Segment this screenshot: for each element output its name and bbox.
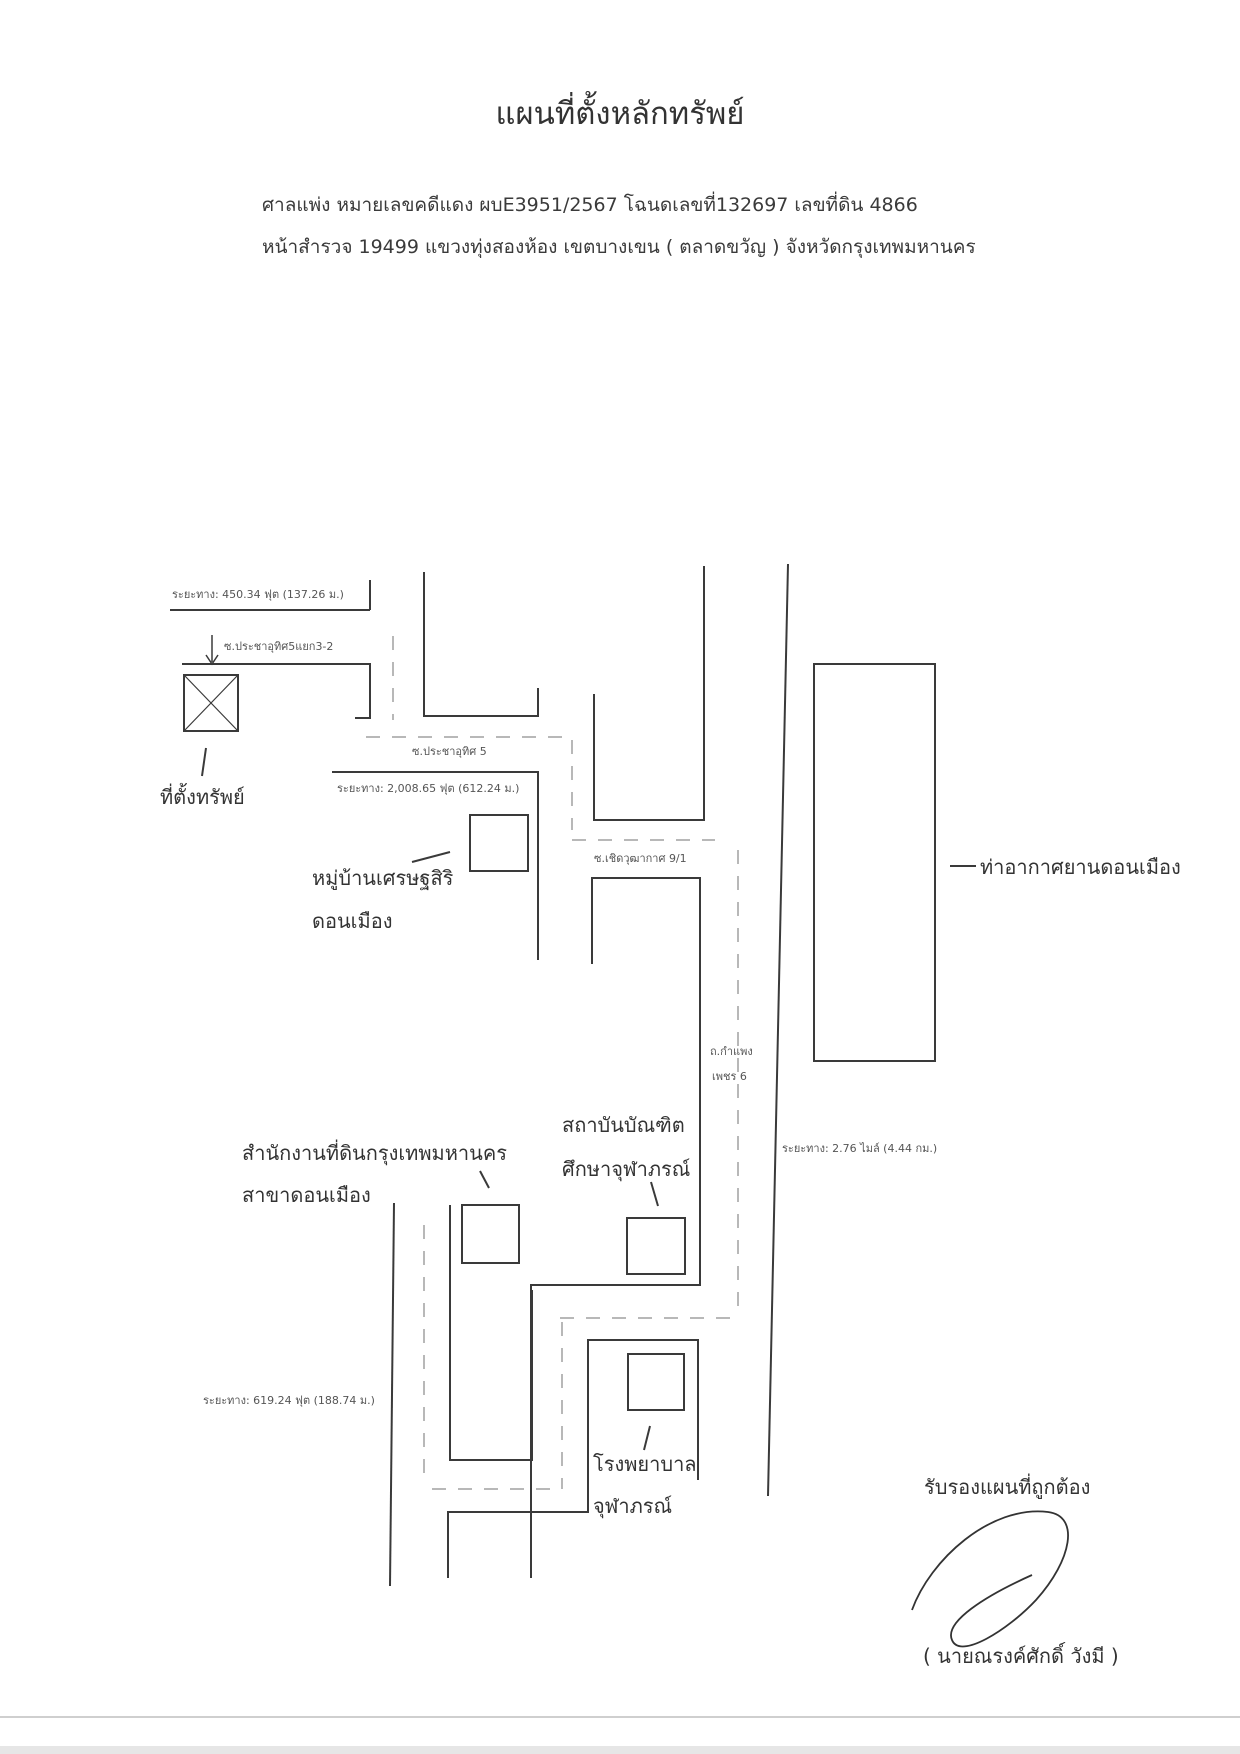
road-label-soi-choetwuthakat: ซ.เชิดวุฒากาศ 9/1 <box>594 852 687 865</box>
airport-label: ท่าอากาศยานดอนเมือง <box>980 855 1181 879</box>
arrow-down-icon <box>205 635 219 666</box>
village-pointer <box>411 851 451 863</box>
village-label-line-1: หมู่บ้านเศรษฐสิริ <box>312 866 454 891</box>
hospital-label-line-2: จุฬาภรณ์ <box>593 1494 672 1519</box>
property-label: ที่ตั้งทรัพย์ <box>160 783 245 809</box>
distance-label-right: ระยะทาง: 2.76 ไมล์ (4.44 กม.) <box>782 1142 937 1155</box>
road-label-soi-prachauthit-5: ซ.ประชาอุทิศ 5 <box>412 745 487 758</box>
case-info-line-2: หน้าสำรวจ 19499 แขวงทุ่งสองห้อง เขตบางเข… <box>262 236 976 258</box>
distance-label-middle: ระยะทาง: 2,008.65 ฟุต (612.24 ม.) <box>337 782 519 795</box>
land-office-label-line-1: สำนักงานที่ดินกรุงเทพมหานคร <box>242 1139 507 1166</box>
hospital-building <box>627 1353 685 1411</box>
signer-name: ( นายณรงค์ศักดิ์ วังมี ) <box>923 1641 1119 1668</box>
village-building <box>469 814 529 872</box>
property-marker <box>183 674 239 732</box>
village-label-line-2: ดอนเมือง <box>312 909 392 933</box>
land-office-pointer <box>479 1170 490 1189</box>
distance-bracket-top-left <box>170 580 371 611</box>
hospital-pointer <box>643 1425 651 1451</box>
land-office-building <box>461 1204 520 1264</box>
road-label-kamphaeng-phet-1: ถ.กำแพง <box>710 1045 753 1058</box>
institute-building <box>626 1217 686 1275</box>
footer-rule <box>0 1716 1240 1718</box>
institute-pointer <box>650 1181 659 1207</box>
road-lower-block <box>449 1205 533 1461</box>
footer-band <box>0 1746 1240 1754</box>
property-pointer <box>201 747 207 777</box>
hospital-label-line-1: โรงพยาบาล <box>593 1452 697 1476</box>
institute-label-line-1: สถาบันบัณฑิต <box>562 1113 685 1137</box>
institute-label-line-2: ศึกษาจุฬาภรณ์ <box>562 1157 690 1182</box>
case-info-line-1: ศาลแพ่ง หมายเลขคดีแดง ผบE3951/2567 โฉนดเ… <box>262 194 918 216</box>
airport-building <box>813 663 936 1062</box>
distance-bracket-middle <box>332 771 539 960</box>
signature <box>911 1510 1069 1648</box>
road-block-upper-right <box>593 566 705 821</box>
road-label-soi-prachauthit-5-yaek: ซ.ประชาอุทิศ5แยก3-2 <box>224 640 333 653</box>
road-label-kamphaeng-phet-2: เพชร 6 <box>712 1070 747 1083</box>
road-hospital-block <box>447 1339 699 1578</box>
land-office-label-line-2: สาขาดอนเมือง <box>242 1183 371 1207</box>
road-upper-left <box>182 663 371 719</box>
road-highway <box>767 563 789 1497</box>
page-title: แผนที่ตั้งหลักทรัพย์ <box>495 96 745 132</box>
distance-label-bottom-left: ระยะทาง: 619.24 ฟุต (188.74 ม.) <box>203 1394 375 1407</box>
distance-label-top-left: ระยะทาง: 450.34 ฟุต (137.26 ม.) <box>172 588 344 601</box>
road-block-upper <box>423 572 539 717</box>
certification-label: รับรองแผนที่ถูกต้อง <box>924 1473 1090 1500</box>
